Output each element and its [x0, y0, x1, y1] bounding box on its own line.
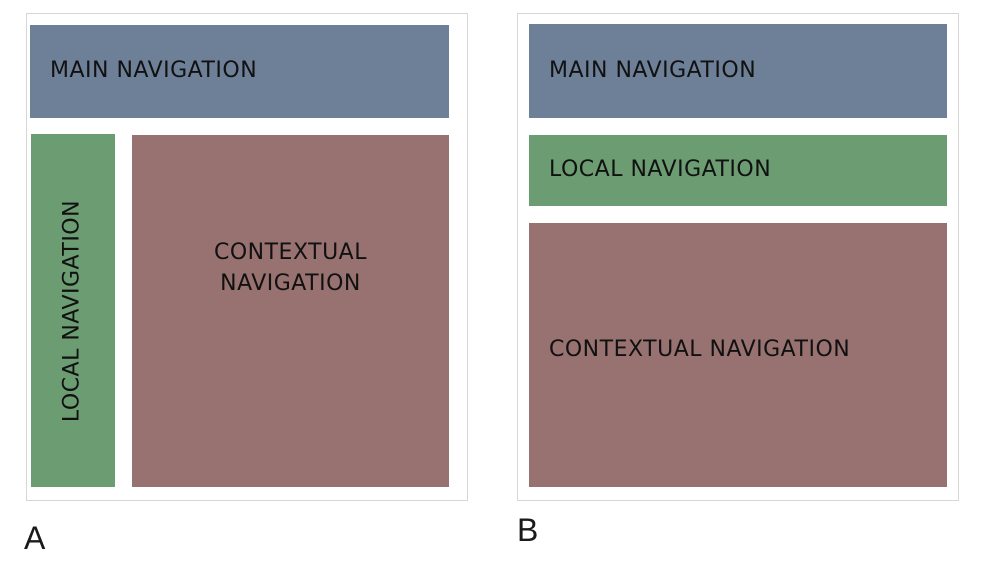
layout-a-main-navigation-label: MAIN NAVIGATION [50, 58, 258, 84]
layout-b-caption: B [517, 512, 539, 548]
layout-b-local-navigation: LOCAL NAVIGATION [529, 135, 947, 206]
layout-a-local-navigation-label: LOCAL NAVIGATION [59, 199, 85, 422]
layout-a-contextual-navigation-label: CONTEXTUAL NAVIGATION [213, 240, 367, 296]
layout-b-contextual-navigation: CONTEXTUAL NAVIGATION [529, 223, 947, 487]
layout-a-local-navigation: LOCAL NAVIGATION [31, 134, 115, 487]
layout-b-main-navigation-label: MAIN NAVIGATION [549, 57, 757, 83]
layout-b-contextual-navigation-label: CONTEXTUAL NAVIGATION [549, 336, 851, 362]
layout-b-main-navigation: MAIN NAVIGATION [529, 24, 947, 118]
layout-b-local-navigation-label: LOCAL NAVIGATION [549, 157, 772, 183]
layout-a-main-navigation: MAIN NAVIGATION [30, 25, 449, 118]
layout-a-caption: A [24, 520, 46, 556]
layout-a-contextual-navigation: CONTEXTUAL NAVIGATION [132, 135, 449, 487]
